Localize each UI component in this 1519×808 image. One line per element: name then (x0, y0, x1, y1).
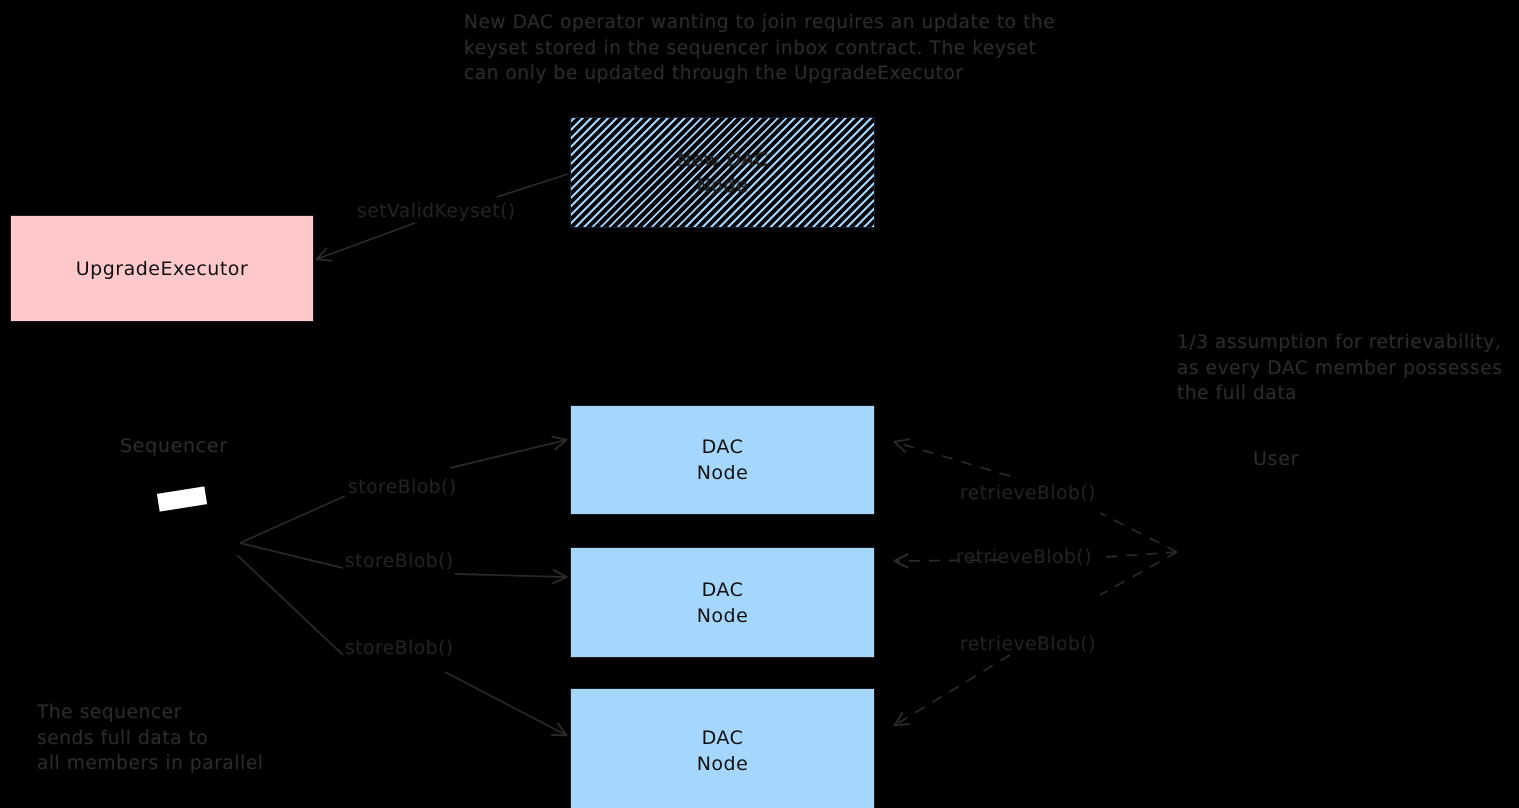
edge-label-store-blob-1: storeBlob() (348, 477, 457, 498)
user-label: User (1253, 448, 1300, 470)
box-dac-node-2[interactable]: DAC Node (570, 547, 875, 658)
edge-label-retrieve-blob-2: retrieveBlob() (956, 547, 1093, 568)
box-new-dac-node-label: New DAC Node (676, 148, 769, 197)
box-dac-node-3[interactable]: DAC Node (570, 688, 875, 808)
edge-label-retrieve-blob-3: retrieveBlob() (960, 634, 1097, 655)
box-dac-node-1[interactable]: DAC Node (570, 405, 875, 515)
edge-label-set-valid-keyset: setValidKeyset() (357, 201, 516, 222)
annotation-sequencer-parallel: The sequencer sends full data to all mem… (37, 702, 264, 774)
annotation-keyset-update: New DAC operator wanting to join require… (464, 12, 1056, 84)
edge-label-store-blob-2: storeBlob() (345, 551, 454, 572)
box-upgrade-executor[interactable]: UpgradeExecutor (10, 215, 314, 322)
sequencer-label: Sequencer (120, 435, 228, 457)
box-upgrade-executor-label: UpgradeExecutor (75, 257, 249, 280)
box-new-dac-node[interactable]: New DAC Node (570, 117, 875, 228)
edge-label-store-blob-3: storeBlob() (345, 638, 454, 659)
edge-label-retrieve-blob-1: retrieveBlob() (960, 483, 1097, 504)
annotation-retrievability-assumption: 1/3 assumption for retrievability, as ev… (1177, 332, 1503, 404)
box-dac-node-1-label: DAC Node (696, 436, 749, 484)
sequencer-sliver-icon (156, 486, 208, 512)
box-dac-node-3-label: DAC Node (696, 726, 749, 775)
box-dac-node-2-label: DAC Node (696, 578, 749, 627)
